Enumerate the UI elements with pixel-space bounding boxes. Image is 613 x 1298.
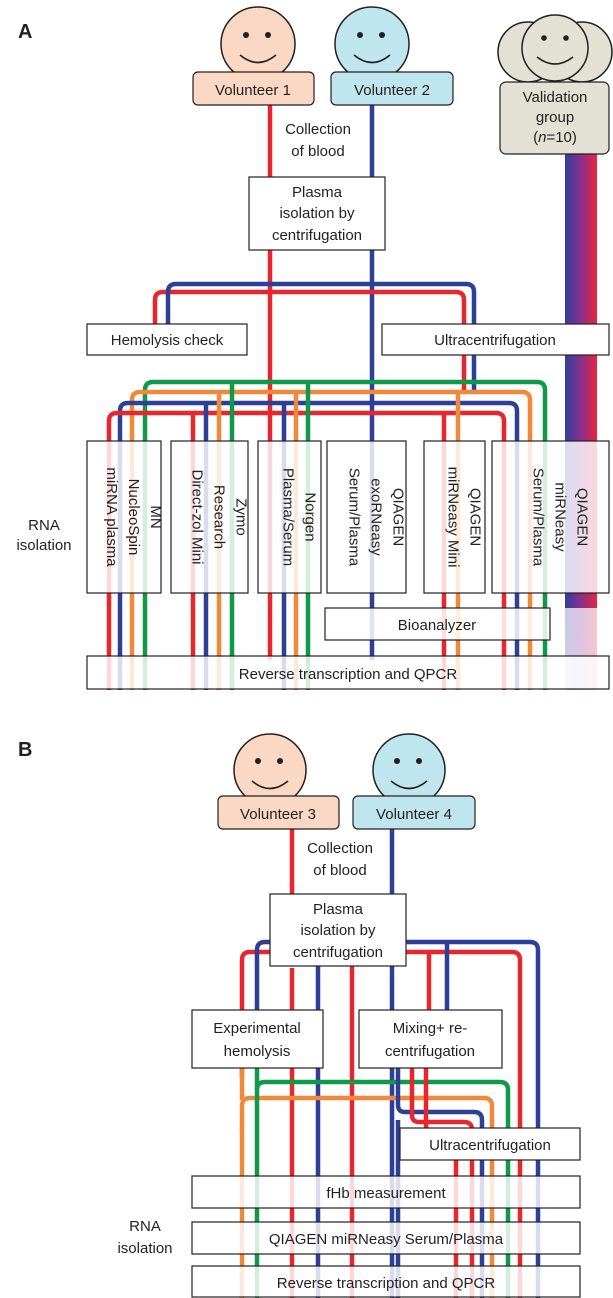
group-faces-icon <box>497 14 613 83</box>
svg-text:isolation: isolation <box>16 537 71 554</box>
svg-text:isolation by: isolation by <box>300 922 376 939</box>
svg-text:Bioanalyzer: Bioanalyzer <box>398 617 476 634</box>
svg-text:Plasma: Plasma <box>292 184 343 201</box>
kit-label-line: miRNA plasma <box>103 467 120 567</box>
svg-text:of blood: of blood <box>291 143 344 160</box>
rna-isolation-label-a: RNA isolation <box>16 517 71 554</box>
svg-text:Validation: Validation <box>523 89 588 106</box>
kit-label-line: Serum/Plasma <box>346 468 363 567</box>
kit-label-line: QIAGEN <box>574 488 591 546</box>
panel-b-letter: B <box>18 739 32 761</box>
svg-text:RNA: RNA <box>28 517 60 534</box>
kit-boxes: MN NucleoSpin miRNA plasma Zymo Research Dire… <box>86 440 610 594</box>
svg-text:Volunteer 2: Volunteer 2 <box>354 82 430 99</box>
svg-text:Collection: Collection <box>285 121 351 138</box>
rt-qpcr-box-b: Reverse transcription and QPCR <box>191 1265 581 1298</box>
volunteer-1-label: Volunteer 1 <box>192 71 315 106</box>
collection-of-blood-label: Collection of blood <box>276 116 362 162</box>
kit-box-norgen: Norgen Plasma/Serum <box>257 440 322 594</box>
kit-box-mn-nucleospin: MN NucleoSpin miRNA plasma <box>86 440 164 594</box>
svg-text:centrifugation: centrifugation <box>293 944 383 961</box>
kit-label-line: QIAGEN <box>390 488 407 546</box>
ultracentrifugation-box-b: Ultracentrifugation <box>399 1127 581 1161</box>
kit-label-line: Research <box>211 485 228 549</box>
validation-group-label: Validation group (n=10) <box>499 81 610 155</box>
kit-box-qiagen-exorneasy: QIAGEN exoRNeasy Serum/Plasma <box>326 440 407 594</box>
kit-label-line: Direct-zol Mini <box>189 469 206 564</box>
rt-qpcr-box-a: Reverse transcription and QPCR <box>86 655 610 690</box>
volunteer-3-label: Volunteer 3 <box>217 795 340 830</box>
experimental-hemolysis-box: Experimental hemolysis <box>191 1009 324 1069</box>
svg-text:of blood: of blood <box>313 862 366 879</box>
fhb-measurement-box: fHb measurement <box>191 1175 581 1209</box>
kit-label-line: NucleoSpin <box>125 479 142 556</box>
kit-label-line: exoRNeasy <box>368 478 385 556</box>
ultracentrifugation-box: Ultracentrifugation <box>381 323 610 356</box>
svg-text:Experimental: Experimental <box>213 1020 301 1037</box>
svg-text:QIAGEN miRNeasy Serum/Plasma: QIAGEN miRNeasy Serum/Plasma <box>269 1231 504 1248</box>
svg-text:(n=10): (n=10) <box>533 129 577 146</box>
svg-text:hemolysis: hemolysis <box>224 1043 291 1060</box>
plasma-isolation-box: Plasma isolation by centrifugation <box>248 176 386 251</box>
kit-box-zymo-direct-zol: Zymo Research Direct-zol Mini <box>170 440 250 594</box>
kit-box-qiagen-mirneasy-serum: QIAGEN miRNeasy Serum/Plasma <box>491 440 610 594</box>
face-icon-volunteer-1 <box>220 6 296 82</box>
kit-label-line: miRNeasy Mini <box>445 467 462 568</box>
plasma-isolation-box-b: Plasma isolation by centrifugation <box>269 893 407 967</box>
kit-box-qiagen-mirneasy-mini: QIAGEN miRNeasy Mini <box>423 440 486 594</box>
svg-text:Volunteer 3: Volunteer 3 <box>240 806 316 823</box>
svg-text:Reverse transcription and QPCR: Reverse transcription and QPCR <box>239 666 458 683</box>
face-icon-volunteer-3 <box>233 733 307 807</box>
bioanalyzer-box: Bioanalyzer <box>324 607 551 641</box>
svg-text:Reverse transcription and QPCR: Reverse transcription and QPCR <box>277 1275 496 1292</box>
hemolysis-check-box: Hemolysis check <box>86 323 248 356</box>
svg-text:RNA: RNA <box>129 1218 161 1235</box>
kit-label-line: Norgen <box>302 492 319 541</box>
svg-text:centrifugation: centrifugation <box>385 1043 475 1060</box>
kit-label-line: Serum/Plasma <box>530 468 547 567</box>
kit-label-line: Zymo <box>233 498 250 536</box>
svg-text:Ultracentrifugation: Ultracentrifugation <box>434 332 556 349</box>
mixing-recentrifugation-box: Mixing+ re- centrifugation <box>358 1009 503 1069</box>
face-icon-volunteer-4 <box>372 733 446 807</box>
volunteer-4-label: Volunteer 4 <box>352 795 476 830</box>
svg-text:Mixing+ re-: Mixing+ re- <box>393 1020 468 1037</box>
face-icon-volunteer-2 <box>334 6 410 82</box>
svg-text:Volunteer 4: Volunteer 4 <box>376 806 452 823</box>
svg-text:isolation: isolation <box>117 1240 172 1257</box>
svg-text:Collection: Collection <box>307 840 373 857</box>
svg-text:fHb measurement: fHb measurement <box>326 1185 446 1202</box>
volunteer-2-label: Volunteer 2 <box>330 71 454 106</box>
svg-text:isolation by: isolation by <box>279 205 355 222</box>
kit-label-line: Plasma/Serum <box>280 468 297 566</box>
kit-label-line: miRNeasy <box>552 482 569 552</box>
panel-a-letter: A <box>18 21 32 43</box>
kit-label-line: MN <box>147 505 164 528</box>
svg-text:Plasma: Plasma <box>313 901 364 918</box>
kit-label-line: QIAGEN <box>467 488 484 546</box>
svg-text:Hemolysis check: Hemolysis check <box>111 332 224 349</box>
collection-of-blood-label-b: Collection of blood <box>298 834 384 882</box>
svg-text:Ultracentrifugation: Ultracentrifugation <box>429 1137 551 1154</box>
qiagen-mirneasy-box: QIAGEN miRNeasy Serum/Plasma <box>191 1221 581 1255</box>
svg-text:centrifugation: centrifugation <box>272 227 362 244</box>
svg-text:group: group <box>536 109 574 126</box>
svg-text:Volunteer 1: Volunteer 1 <box>215 82 291 99</box>
rna-isolation-label-b: RNA isolation <box>117 1218 172 1257</box>
